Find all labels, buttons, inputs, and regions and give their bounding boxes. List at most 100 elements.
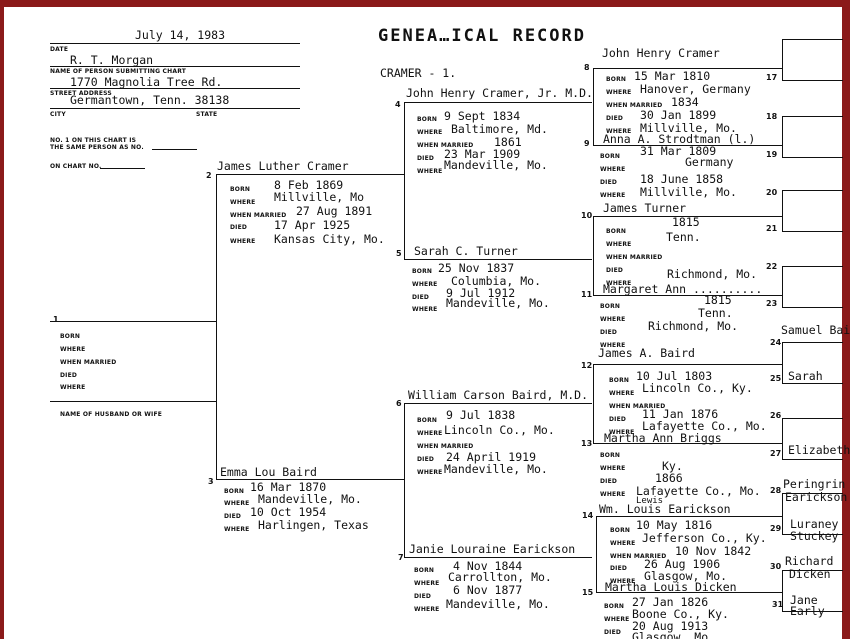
p10-born-label: BORN bbox=[606, 228, 627, 235]
gen5-number-25: 25 bbox=[770, 374, 782, 383]
p13-born-label: BORN bbox=[600, 452, 621, 459]
p5-died-label: DIED bbox=[412, 294, 430, 301]
p10-married-label: WHEN MARRIED bbox=[606, 254, 663, 261]
person-5-number: 5 bbox=[396, 249, 402, 258]
person-10-number: 10 bbox=[581, 211, 593, 220]
p5-died-where-label: WHERE bbox=[412, 306, 438, 313]
p4-married: 1861 bbox=[494, 135, 522, 149]
gen5-number-29: 29 bbox=[770, 524, 782, 533]
p3-born: 16 Mar 1870 bbox=[250, 480, 327, 494]
gen5-box-22-23 bbox=[782, 266, 843, 308]
p8-died-where-label: WHERE bbox=[606, 128, 632, 135]
gen4-connector-12-13 bbox=[593, 364, 594, 444]
p2-where-label: WHERE bbox=[230, 199, 256, 206]
gen5-number-31: 31 bbox=[772, 600, 784, 609]
submitter-label: NAME OF PERSON SUBMITTING CHART bbox=[50, 68, 187, 75]
gen5-name-30-first: Richard bbox=[785, 554, 834, 568]
p7-died-label: DIED bbox=[414, 593, 432, 600]
gen5-number-21: 21 bbox=[766, 224, 778, 233]
gen5-name-28-last: Earickson bbox=[785, 490, 848, 504]
gen3-lower-connector bbox=[404, 403, 405, 558]
gen5-number-26: 26 bbox=[770, 411, 782, 420]
p2-married-label: WHEN MARRIED bbox=[230, 212, 287, 219]
p2-died-where-label: WHERE bbox=[230, 238, 256, 245]
p1-died-where-label: WHERE bbox=[60, 384, 86, 391]
p4-where-label: WHERE bbox=[417, 129, 443, 136]
p9-died-label: DIED bbox=[600, 179, 618, 186]
p8-died-label: DIED bbox=[606, 115, 624, 122]
p3-born-where: Mandeville, Mo. bbox=[258, 492, 362, 506]
p5-born-label: BORN bbox=[412, 268, 433, 275]
p2-died-where: Kansas City, Mo. bbox=[274, 232, 385, 246]
gen5-number-20: 20 bbox=[766, 188, 778, 197]
gen5-name-30-last: Dicken bbox=[789, 567, 831, 581]
p8-born-label: BORN bbox=[606, 76, 627, 83]
gen5-number-30: 30 bbox=[770, 562, 782, 571]
gen5-name-31-last: Early bbox=[790, 604, 825, 618]
gen5-name-29-first: Luraney bbox=[790, 517, 839, 531]
person-1-line bbox=[50, 321, 216, 322]
city-label: CITY bbox=[50, 111, 66, 118]
p11-died-where: Richmond, Mo. bbox=[648, 319, 739, 333]
submitter-line bbox=[50, 66, 300, 67]
p11-died-where-label: WHERE bbox=[600, 342, 626, 349]
submitter-value: R. T. Morgan bbox=[70, 53, 154, 67]
p14-married-label: WHEN MARRIED bbox=[610, 553, 667, 560]
person-9-number: 9 bbox=[584, 139, 590, 148]
gen5-name-29-last: Stuckey bbox=[790, 529, 839, 543]
person-6-line bbox=[404, 403, 592, 404]
p6-born-label: BORN bbox=[417, 417, 438, 424]
gen5-number-22: 22 bbox=[766, 262, 778, 271]
person-6-name: William Carson Baird, M.D. bbox=[408, 388, 589, 402]
gen2-connector bbox=[216, 174, 217, 480]
person-14-number: 14 bbox=[582, 511, 594, 520]
p12-died-label: DIED bbox=[609, 416, 627, 423]
p14-married: 10 Nov 1842 bbox=[675, 544, 752, 558]
p14-born-where: Jefferson Co., Ky. bbox=[642, 531, 767, 545]
p3-where-label: WHERE bbox=[224, 500, 250, 507]
p3-died-label: DIED bbox=[224, 513, 242, 520]
p9-died-where: Millville, Mo. bbox=[640, 185, 737, 199]
p7-died-where: Mandeville, Mo. bbox=[446, 597, 550, 611]
p13-died: 1866 bbox=[655, 471, 683, 485]
p12-where-label: WHERE bbox=[609, 390, 635, 397]
gen5-number-17: 17 bbox=[766, 73, 778, 82]
gen4-connector-10-11 bbox=[593, 216, 594, 296]
person-4-name: John Henry Cramer, Jr. M.D. bbox=[406, 86, 593, 100]
person-13-number: 13 bbox=[581, 439, 593, 448]
p2-died: 17 Apr 1925 bbox=[274, 218, 351, 232]
p14-born-label: BORN bbox=[610, 527, 631, 534]
p7-where-label: WHERE bbox=[414, 580, 440, 587]
street-value: 1770 Magnolia Tree Rd. bbox=[70, 75, 223, 89]
p8-died: 30 Jan 1899 bbox=[640, 108, 717, 122]
p12-died-where: Lafayette Co., Mo. bbox=[642, 419, 767, 433]
city-line bbox=[50, 108, 300, 109]
top-border bbox=[0, 0, 850, 7]
same-person-label-2: THE SAME PERSON AS NO. bbox=[50, 144, 144, 151]
p4-died-label: DIED bbox=[417, 155, 435, 162]
date-line bbox=[50, 43, 300, 44]
p12-born-label: BORN bbox=[609, 377, 630, 384]
person-8-name: John Henry Cramer bbox=[602, 46, 720, 60]
city-value: Germantown, Tenn. 38138 bbox=[70, 93, 230, 107]
person-2-number: 2 bbox=[206, 171, 212, 180]
p7-born-where: Carrollton, Mo. bbox=[448, 570, 552, 584]
p14-born: 10 May 1816 bbox=[636, 518, 713, 532]
p6-married-label: WHEN MARRIED bbox=[417, 443, 474, 450]
p4-born: 9 Sept 1834 bbox=[444, 109, 521, 123]
person-4-number: 4 bbox=[395, 100, 401, 109]
p6-born: 9 Jul 1838 bbox=[446, 408, 516, 422]
person-12-line bbox=[593, 364, 783, 365]
person-7-line bbox=[404, 557, 592, 558]
p6-born-where: Lincoln Co., Mo. bbox=[444, 423, 555, 437]
person-1-number: 1 bbox=[53, 315, 59, 324]
gen5-name-25: Sarah bbox=[788, 369, 823, 383]
p2-born-label: BORN bbox=[230, 186, 251, 193]
spouse-label: NAME OF HUSBAND OR WIFE bbox=[60, 411, 163, 418]
person-14-line bbox=[596, 516, 783, 517]
p15-died-label: DIED bbox=[604, 629, 622, 636]
person-15-name: Martha Louis Dicken bbox=[605, 580, 737, 594]
p2-married: 27 Aug 1891 bbox=[296, 204, 373, 218]
p1-born-label: BORN bbox=[60, 333, 81, 340]
